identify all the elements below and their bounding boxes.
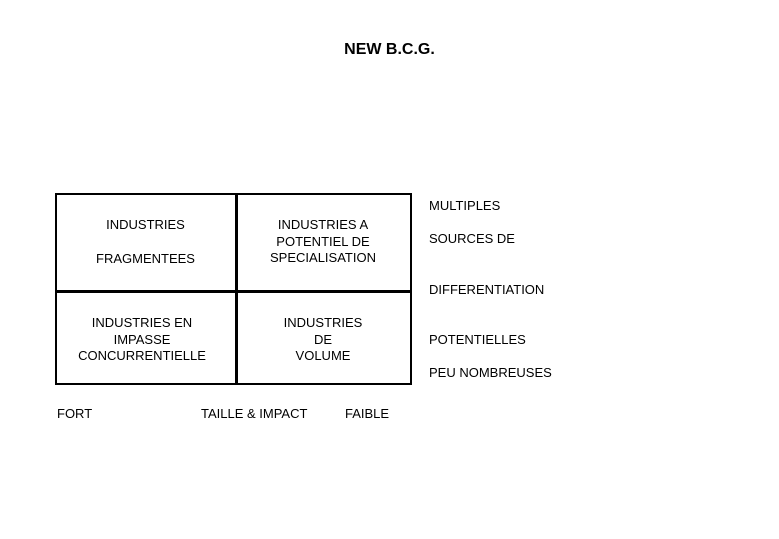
axis-label-fort: FORT — [57, 406, 93, 421]
quadrant-stalemate: INDUSTRIES EN IMPASSE CONCURRENTIELLE — [78, 315, 206, 363]
axis-label-sources-de: SOURCES DE — [429, 231, 515, 246]
matrix-horizontal-divider — [57, 290, 410, 293]
bcg-matrix — [55, 193, 412, 385]
axis-label-faible: FAIBLE — [345, 406, 390, 421]
diagram-title: NEW B.C.G. — [344, 41, 435, 58]
matrix-vertical-divider — [235, 195, 238, 383]
quadrant-volume: INDUSTRIES DE VOLUME — [283, 315, 363, 363]
quadrant-specialisation: INDUSTRIES A POTENTIEL DE SPECIALISATION — [270, 217, 376, 265]
axis-label-multiples: MULTIPLES — [429, 198, 501, 213]
axis-label-peu-nombreuses: PEU NOMBREUSES — [429, 365, 552, 380]
axis-label-potentielles: POTENTIELLES — [429, 332, 526, 347]
axis-label-taille-impact: TAILLE & IMPACT — [201, 406, 308, 421]
quadrant-fragmented-line1: INDUSTRIES — [106, 217, 185, 232]
axis-label-differentiation: DIFFERENTIATION — [429, 282, 545, 297]
quadrant-fragmented-line2: FRAGMENTEES — [96, 251, 195, 266]
